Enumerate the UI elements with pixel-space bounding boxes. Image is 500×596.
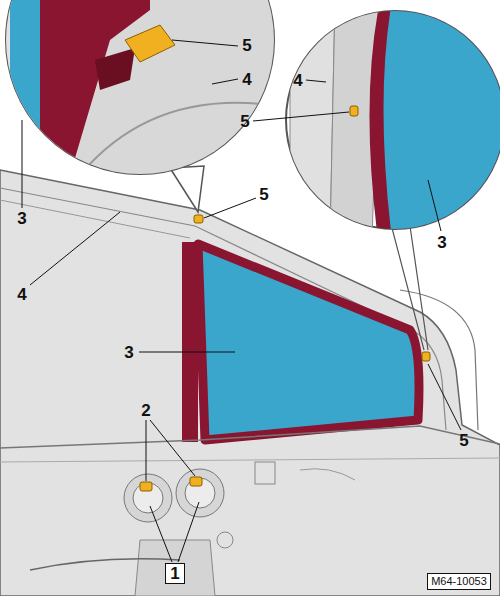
- callout-number: 1: [165, 563, 184, 584]
- callout-number: 2: [141, 402, 150, 419]
- callout-number: 5: [240, 113, 249, 130]
- callout-number: 5: [242, 37, 251, 54]
- callout-number: 4: [293, 72, 302, 89]
- callout-number: 3: [17, 210, 26, 227]
- callout-number: 5: [459, 432, 468, 449]
- callout-number: 4: [242, 71, 251, 88]
- callout-number: 3: [437, 234, 446, 251]
- figure-id: M64-10053: [427, 573, 491, 590]
- callout-number: 3: [124, 344, 133, 361]
- callout-number: 4: [17, 286, 26, 303]
- callout-number: 5: [259, 186, 268, 203]
